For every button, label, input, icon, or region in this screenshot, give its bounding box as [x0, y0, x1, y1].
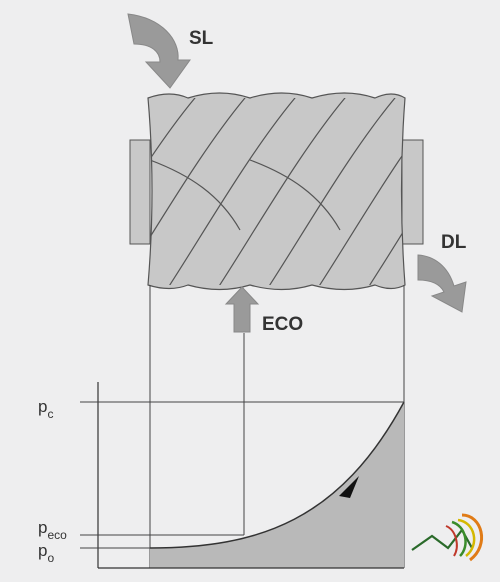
pressure-diagram [80, 382, 405, 569]
right-shaft [401, 139, 424, 245]
screw-rotor [147, 92, 406, 291]
discharge-arrow-icon [417, 254, 467, 313]
suction-label: SL [189, 28, 214, 49]
po-label: po [38, 541, 54, 565]
left-shaft [129, 139, 151, 245]
peco-label: peco [38, 518, 67, 542]
compression-area [150, 402, 404, 568]
pressure-labels: pc peco po [38, 397, 67, 565]
economizer-label: ECO [262, 314, 303, 335]
discharge-label: DL [441, 232, 467, 253]
compression-curve [149, 401, 405, 549]
curve-arrowhead-icon [339, 476, 359, 498]
suction-arrow-icon [127, 13, 191, 89]
pc-label: pc [38, 397, 53, 421]
economizer-arrow-icon [224, 286, 260, 333]
amd-logo-icon [411, 513, 483, 562]
